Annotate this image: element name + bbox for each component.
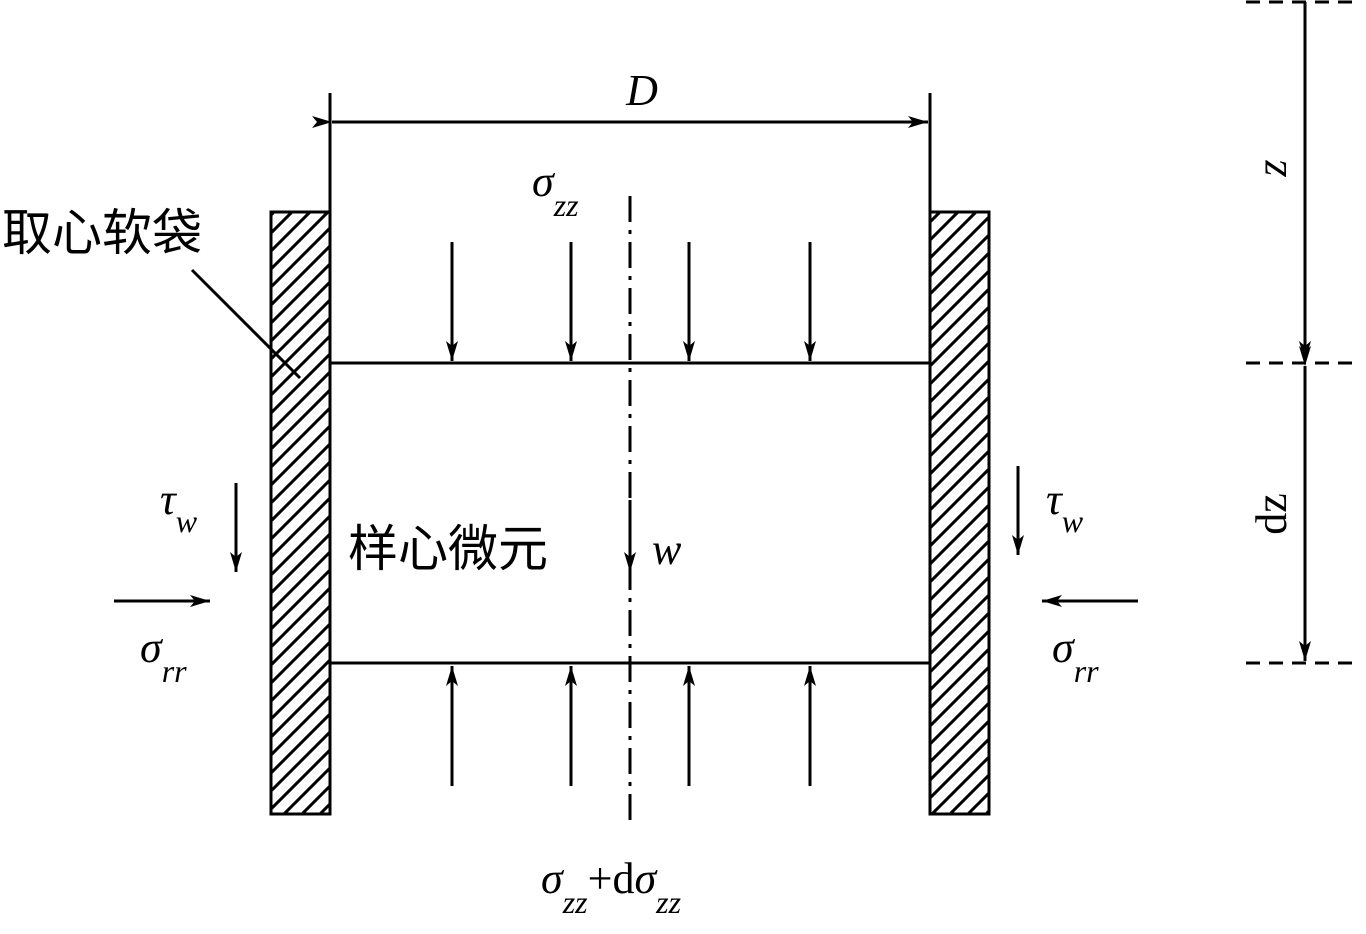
left-tau-label: τw [160,475,198,539]
weight-label: w [652,525,682,574]
bottom-stress-arrows [446,666,816,786]
depth-z-label: z [1247,159,1296,177]
top-sigma-zz-label: σzz [532,157,579,223]
right-tau-label: τw [1046,475,1084,539]
element-label: 样心微元 [348,520,548,578]
bag-label: 取心软袋 [2,204,202,262]
dz-label: dz [1247,493,1296,535]
top-stress-arrows [446,242,816,361]
diameter-label: D [625,66,658,115]
left-sigma-rr-label: σrr [140,623,187,689]
right-sigma-rr-label: σrr [1052,623,1099,689]
bag-leader-line [190,268,302,380]
bottom-sigma-label: σzz+dσzz [541,854,682,920]
left-bag-wall [269,210,332,816]
right-bag-wall [928,210,991,816]
